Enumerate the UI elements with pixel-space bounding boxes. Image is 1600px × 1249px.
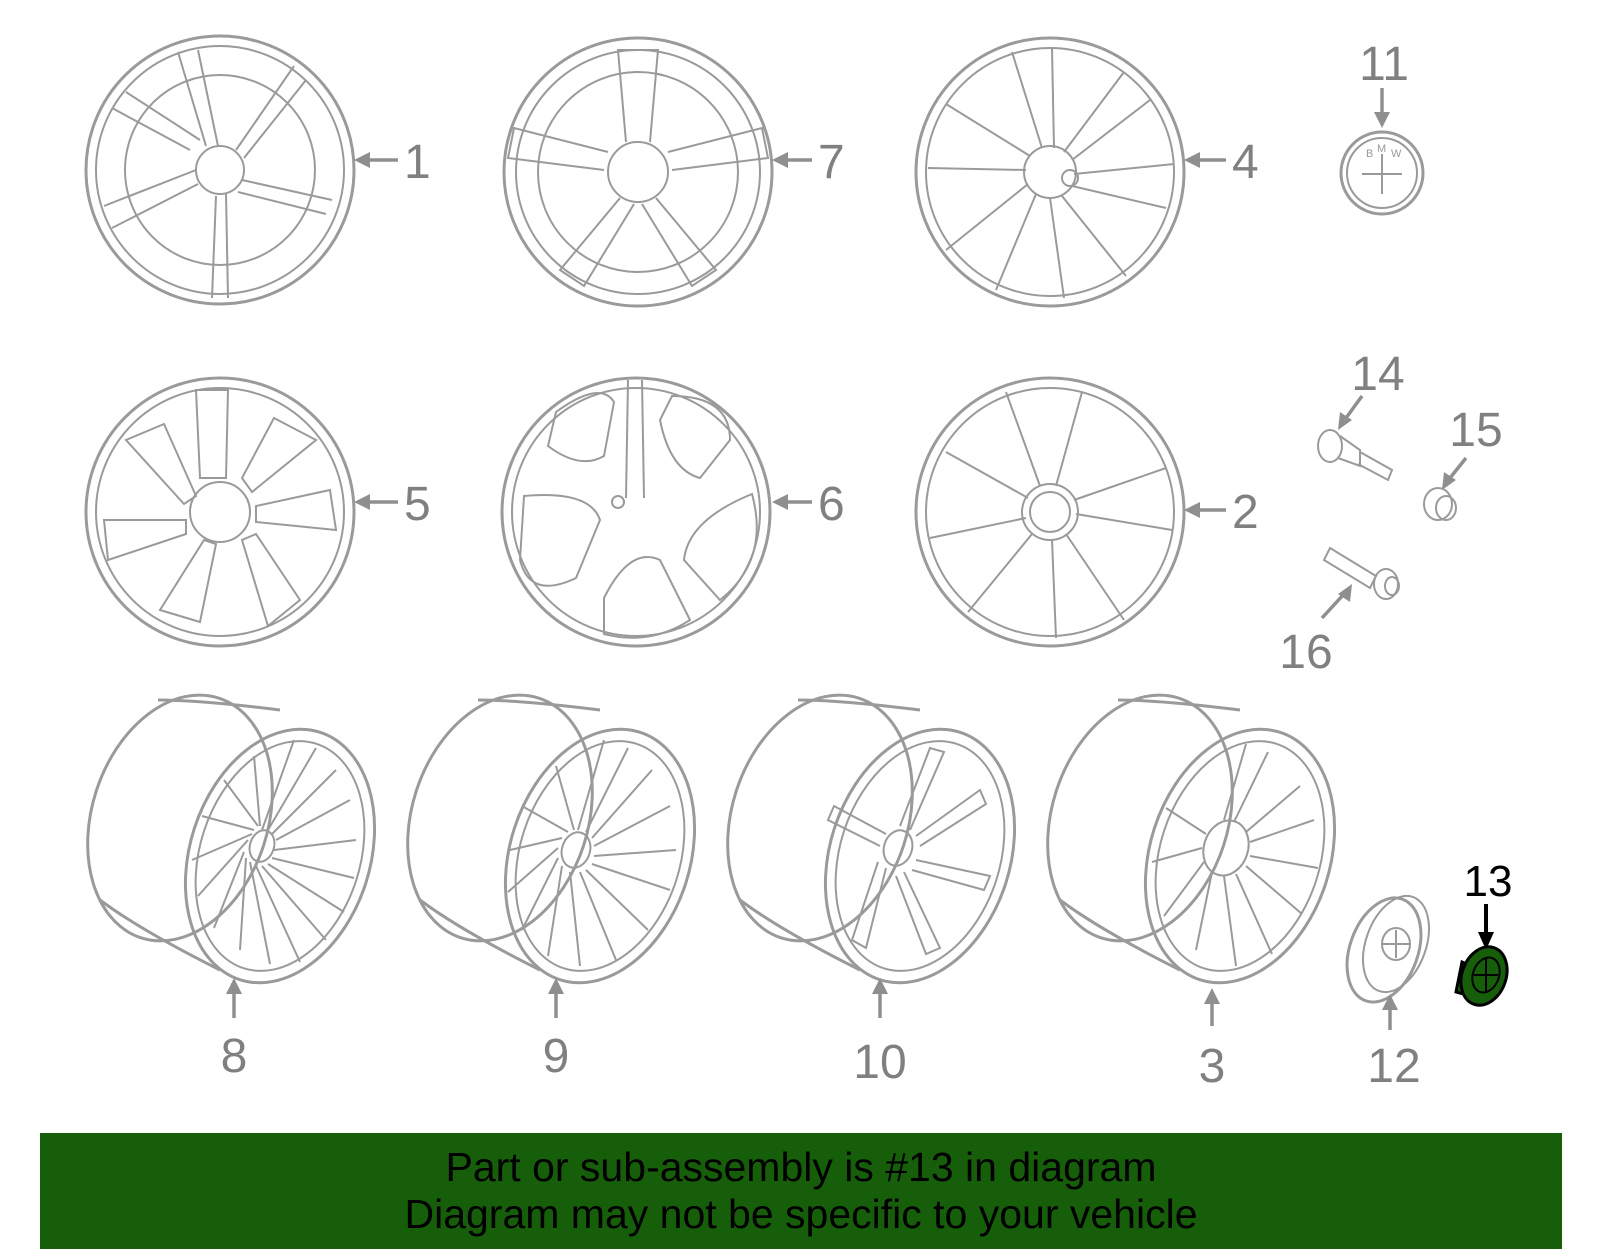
callout-8[interactable]: 8	[221, 1030, 248, 1083]
wheel-8[interactable]	[57, 671, 405, 1007]
callout-7-arrow	[772, 152, 812, 168]
valve-cap-part-15[interactable]	[1423, 487, 1457, 521]
wheel-6[interactable]	[500, 376, 772, 648]
callout-8-arrow	[226, 978, 242, 1018]
callout-12[interactable]: 12	[1367, 1040, 1420, 1093]
callout-11-arrow	[1374, 88, 1390, 128]
callout-1[interactable]: 1	[404, 136, 431, 189]
callout-14[interactable]: 14	[1351, 348, 1404, 401]
callout-3[interactable]: 3	[1199, 1040, 1226, 1093]
callout-2-arrow	[1184, 502, 1226, 518]
parts-diagram: 1 7 4	[57, 34, 1515, 1093]
center-cap-part-12[interactable]	[1334, 887, 1442, 1013]
callout-9-arrow	[548, 978, 564, 1018]
wheel-4[interactable]	[914, 36, 1186, 308]
callout-13[interactable]: 13	[1464, 857, 1513, 906]
callout-9[interactable]: 9	[543, 1030, 570, 1083]
emblem-letter-m: M	[1377, 143, 1386, 155]
wheel-10[interactable]	[697, 671, 1045, 1007]
wheel-9[interactable]	[377, 671, 725, 1007]
callout-10-arrow	[872, 978, 888, 1018]
emblem-part-13[interactable]	[1453, 940, 1515, 1011]
callout-12-arrow	[1382, 994, 1398, 1030]
emblem-part-11[interactable]: B M W	[1339, 130, 1425, 216]
wheel-5[interactable]	[84, 376, 356, 648]
emblem-letter-w: W	[1391, 148, 1402, 160]
callout-11[interactable]: 11	[1359, 38, 1409, 91]
wheel-2[interactable]	[914, 376, 1186, 648]
wheel-7[interactable]	[502, 36, 774, 308]
wheel-3[interactable]	[1017, 671, 1365, 1007]
callout-13-arrow	[1478, 904, 1494, 950]
callout-7[interactable]: 7	[818, 136, 845, 189]
callout-6-arrow	[772, 494, 812, 510]
wheel-1[interactable]	[84, 34, 356, 306]
info-banner: Part or sub-assembly is #13 in diagram D…	[40, 1133, 1562, 1249]
banner-disclaimer: Diagram may not be specific to your vehi…	[404, 1191, 1198, 1237]
callout-5[interactable]: 5	[404, 478, 431, 531]
callout-10[interactable]: 10	[853, 1036, 906, 1089]
callout-14-arrow	[1338, 394, 1364, 430]
callout-16[interactable]: 16	[1279, 626, 1332, 679]
banner-part-message: Part or sub-assembly is #13 in diagram	[445, 1144, 1157, 1190]
callout-1-arrow	[354, 152, 398, 168]
callout-15-arrow	[1442, 456, 1468, 490]
bolt-part-16[interactable]	[1322, 546, 1400, 600]
callout-15[interactable]: 15	[1449, 404, 1502, 457]
valve-stem-part-14[interactable]	[1317, 429, 1394, 482]
callout-3-arrow	[1204, 988, 1220, 1026]
callout-6[interactable]: 6	[818, 478, 845, 531]
callout-2[interactable]: 2	[1232, 486, 1259, 539]
callout-4[interactable]: 4	[1232, 136, 1259, 189]
callout-5-arrow	[354, 494, 398, 510]
callout-16-arrow	[1320, 584, 1352, 620]
emblem-letter-b: B	[1366, 148, 1373, 160]
callout-4-arrow	[1184, 152, 1226, 168]
